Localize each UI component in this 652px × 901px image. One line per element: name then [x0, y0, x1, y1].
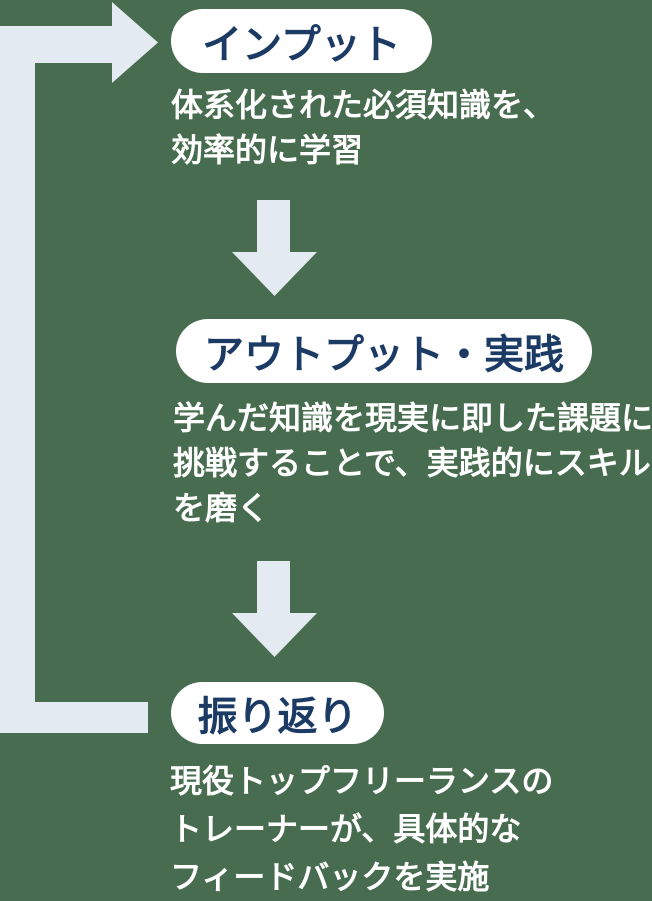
down-arrow-head — [232, 252, 317, 296]
loop-return-arrow-bottom-segment — [0, 702, 148, 733]
description-line: 現役トップフリーランスの — [170, 763, 554, 799]
loop-return-arrow-icon — [112, 2, 158, 83]
step-output-practice-pill: アウトプット・実践 — [176, 319, 592, 383]
description-line: を磨く — [173, 490, 270, 526]
down-arrow-stem — [257, 561, 290, 613]
loop-return-arrow-left-segment — [0, 26, 35, 733]
description-line: 学んだ知識を現実に即した課題に — [173, 400, 652, 436]
description-line: トレーナーが、具体的な — [170, 811, 522, 847]
down-arrow-head — [232, 613, 317, 657]
loop-return-arrow-top-segment — [0, 26, 112, 63]
step-input-pill: インプット — [171, 9, 432, 73]
description-line: 挑戦することで、実践的にスキル — [173, 445, 651, 481]
step-reflection-pill: 振り返り — [171, 682, 384, 744]
step-input-title: インプット — [202, 23, 401, 67]
down-arrow-stem — [257, 200, 290, 252]
description-line: 体系化された必須知識を、 — [171, 87, 556, 123]
description-line: フィードバックを実施 — [170, 859, 490, 895]
step-input-description: 体系化された必須知識を、 効率的に学習 — [171, 83, 555, 173]
step-output-practice-description: 学んだ知識を現実に即した課題に 挑戦することで、実践的にスキル を磨く — [173, 396, 652, 531]
step-output-practice-title: アウトプット・実践 — [204, 333, 564, 377]
description-line: 効率的に学習 — [171, 132, 364, 168]
step-reflection-description: 現役トップフリーランスの トレーナーが、具体的な フィードバックを実施 — [170, 757, 553, 901]
down-arrow-icon — [232, 561, 317, 657]
step-reflection-title: 振り返り — [197, 695, 358, 739]
down-arrow-icon — [232, 200, 317, 296]
